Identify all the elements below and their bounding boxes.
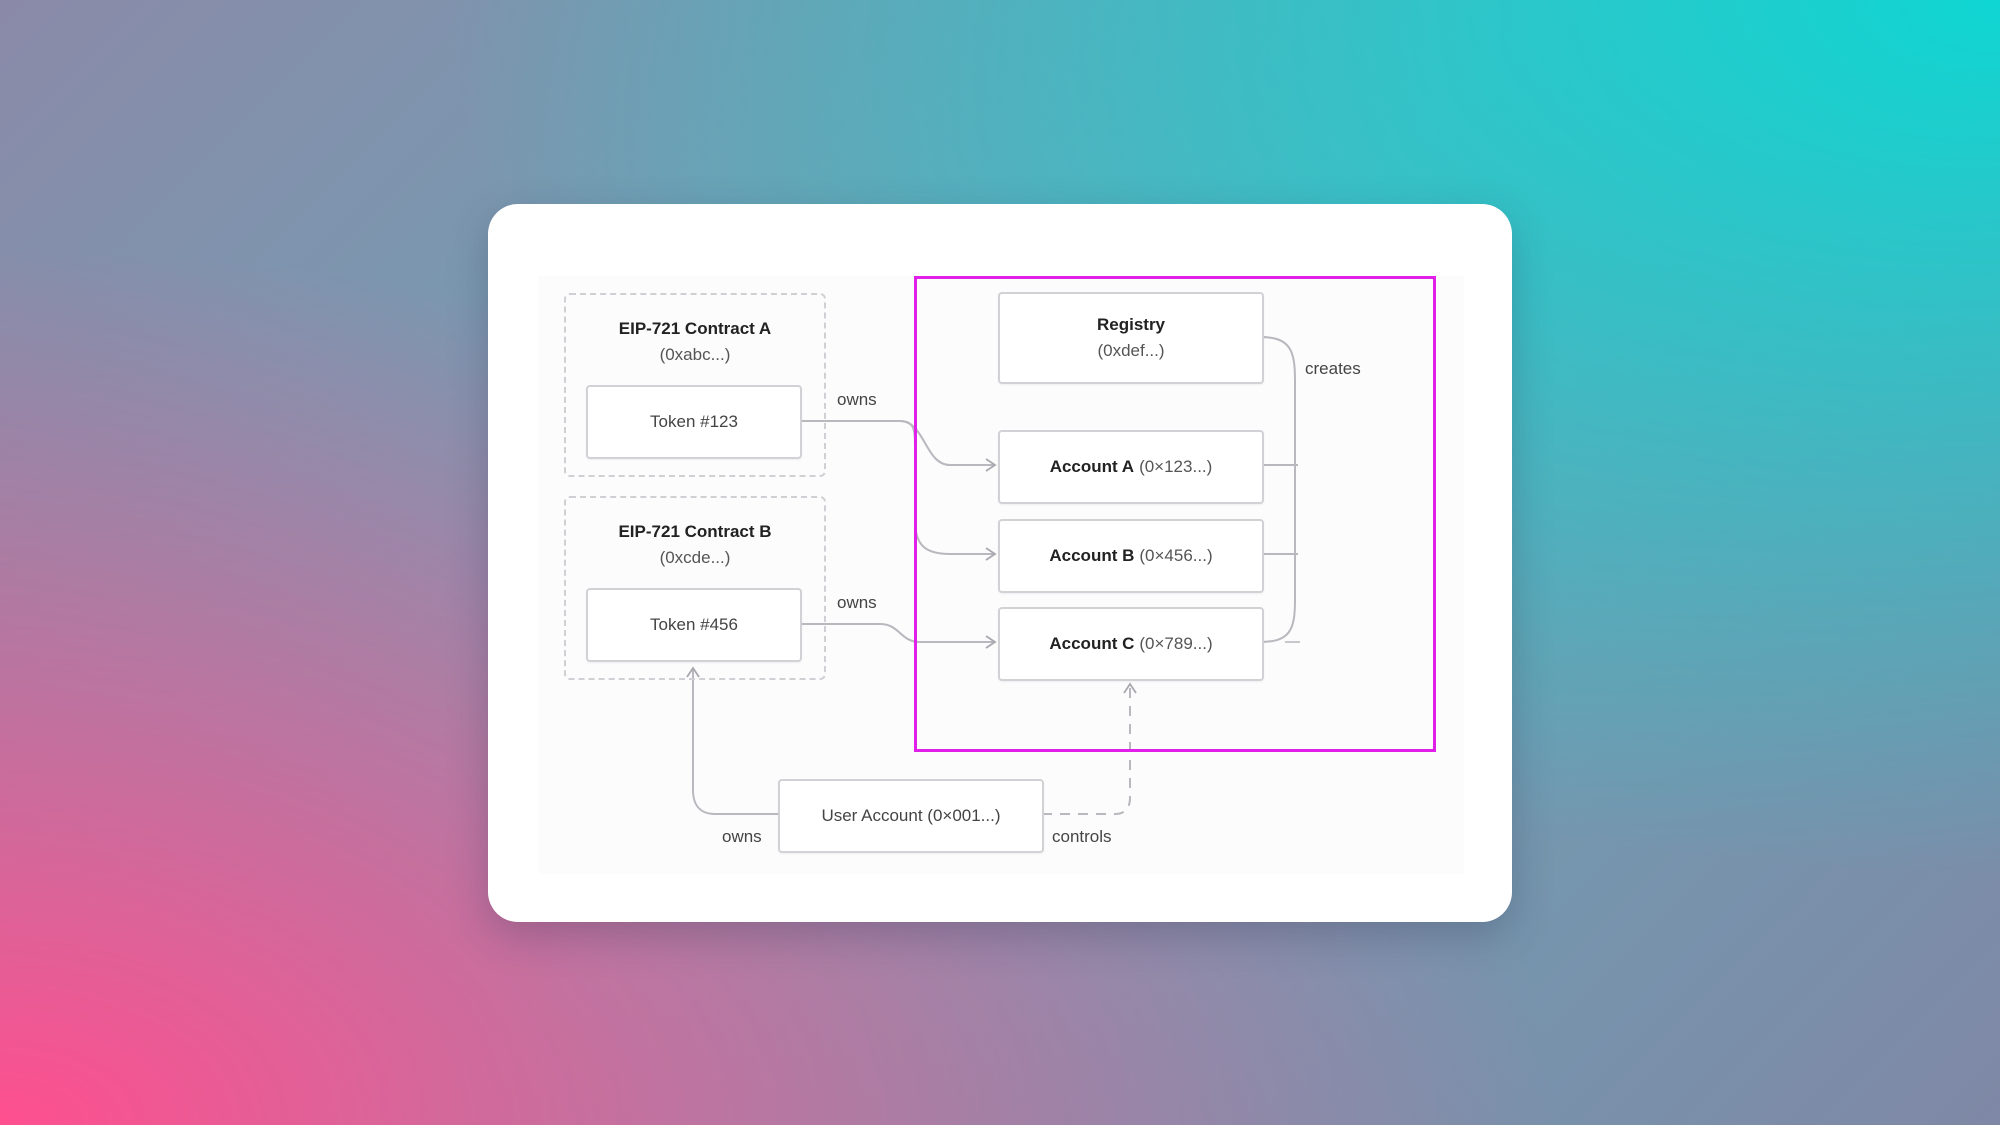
owns-label-a: owns: [837, 390, 877, 409]
account-a-address: (0×123...): [1139, 457, 1213, 476]
contract-b-container: [564, 496, 826, 680]
creates-label: creates: [1305, 359, 1361, 378]
contract-b-title: EIP-721 Contract B (0xcde...): [564, 519, 826, 571]
registry-address: (0xdef...): [1097, 341, 1165, 360]
contract-b-name: EIP-721 Contract B: [618, 522, 772, 541]
owns-label-user: owns: [722, 827, 762, 846]
account-c-name: Account C: [1049, 634, 1135, 653]
user-account-box: User Account (0×001...): [778, 779, 1044, 853]
edge-registry-creates: [1259, 336, 1296, 643]
owns-label-b: owns: [837, 593, 877, 612]
token-123-box: Token #123: [586, 385, 802, 459]
account-b-name: Account B: [1049, 546, 1135, 565]
edge-user-owns-token456: [686, 666, 778, 815]
token-456-box: Token #456: [586, 588, 802, 662]
contract-a-name: EIP-721 Contract A: [618, 319, 772, 338]
edge-user-controls-account-c: [1042, 682, 1137, 815]
contract-a-container: [564, 293, 826, 477]
contract-a-title: EIP-721 Contract A (0xabc...): [564, 316, 826, 368]
registry-title: Registry: [1096, 315, 1166, 334]
account-b-address: (0×456...): [1139, 546, 1213, 565]
account-group-highlight: [914, 276, 1436, 752]
contract-a-address: (0xabc...): [659, 345, 731, 364]
account-c-box: Account C (0×789...): [998, 607, 1264, 681]
account-a-name: Account A: [1049, 457, 1135, 476]
controls-label: controls: [1052, 827, 1112, 846]
account-b-box: Account B (0×456...): [998, 519, 1264, 593]
registry-box: Registry (0xdef...): [998, 292, 1264, 384]
contract-b-address: (0xcde...): [659, 548, 731, 567]
account-a-box: Account A (0×123...): [998, 430, 1264, 504]
edge-token456-account-c: [800, 623, 997, 649]
account-c-address: (0×789...): [1139, 634, 1213, 653]
